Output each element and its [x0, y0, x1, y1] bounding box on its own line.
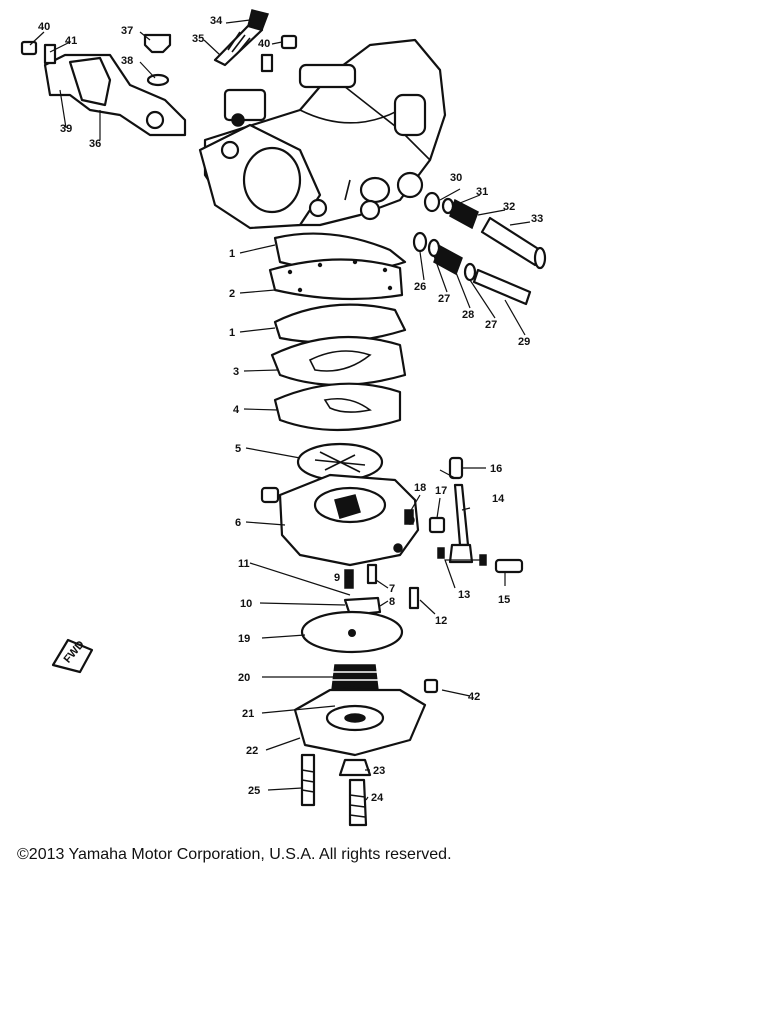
label-35: 35 [192, 33, 204, 45]
label-10: 10 [240, 598, 252, 610]
label-1: 1 [229, 248, 235, 260]
label-18: 18 [414, 482, 426, 494]
part-number-labels: 1 2 1 3 4 5 6 7 8 9 10 11 12 13 14 15 16… [38, 15, 543, 804]
label-40-second: 40 [258, 38, 270, 50]
label-24: 24 [371, 792, 384, 804]
label-26: 26 [414, 281, 426, 293]
label-6: 6 [235, 517, 241, 529]
label-33: 33 [531, 213, 543, 225]
label-13: 13 [458, 589, 470, 601]
label-28: 28 [462, 309, 474, 321]
label-41: 41 [65, 35, 77, 47]
throttle-stop-screw [213, 9, 269, 67]
forward-direction-mark: FWD [51, 639, 94, 674]
label-25: 25 [248, 785, 260, 797]
label-11: 11 [238, 558, 250, 570]
label-27: 27 [438, 293, 450, 305]
label-27-second: 27 [485, 319, 497, 331]
label-12: 12 [435, 615, 447, 627]
mixture-screw-assembly [412, 191, 547, 306]
label-42: 42 [468, 691, 480, 703]
pump-cover-assembly [293, 610, 439, 757]
carburetor-exploded-diagram: FWD [20, 9, 547, 827]
label-32: 32 [503, 201, 515, 213]
label-39: 39 [60, 123, 72, 135]
pump-body [260, 473, 420, 567]
label-5: 5 [235, 443, 241, 455]
label-22: 22 [246, 745, 258, 757]
label-19: 19 [238, 633, 250, 645]
label-2: 2 [229, 288, 235, 300]
gasket-stack [268, 232, 407, 432]
pump-diaphragm [296, 442, 384, 482]
label-40: 40 [38, 21, 50, 33]
bolts-and-nut [300, 753, 372, 827]
label-17: 17 [435, 485, 447, 497]
label-38: 38 [121, 55, 133, 67]
label-37: 37 [121, 25, 133, 37]
label-31: 31 [476, 186, 488, 198]
label-34: 34 [210, 15, 223, 27]
label-20: 20 [238, 672, 250, 684]
pump-lever-parts [404, 456, 524, 574]
label-15: 15 [498, 594, 510, 606]
label-21: 21 [242, 708, 254, 720]
label-9: 9 [334, 572, 340, 584]
label-29: 29 [518, 336, 530, 348]
label-14: 14 [492, 493, 505, 505]
label-7: 7 [389, 583, 395, 595]
label-8: 8 [389, 596, 395, 608]
label-36: 36 [89, 138, 101, 150]
label-30: 30 [450, 172, 462, 184]
throttle-lever-assembly [20, 33, 298, 137]
label-4: 4 [233, 404, 240, 416]
leader-lines [29, 19, 531, 801]
label-1-second: 1 [229, 327, 235, 339]
needle-valve-assembly [343, 563, 420, 617]
label-23: 23 [373, 765, 385, 777]
carburetor-body [198, 38, 447, 230]
label-16: 16 [490, 463, 502, 475]
copyright-notice: ©2013 Yamaha Motor Corporation, U.S.A. A… [17, 846, 452, 863]
label-3: 3 [233, 366, 239, 378]
